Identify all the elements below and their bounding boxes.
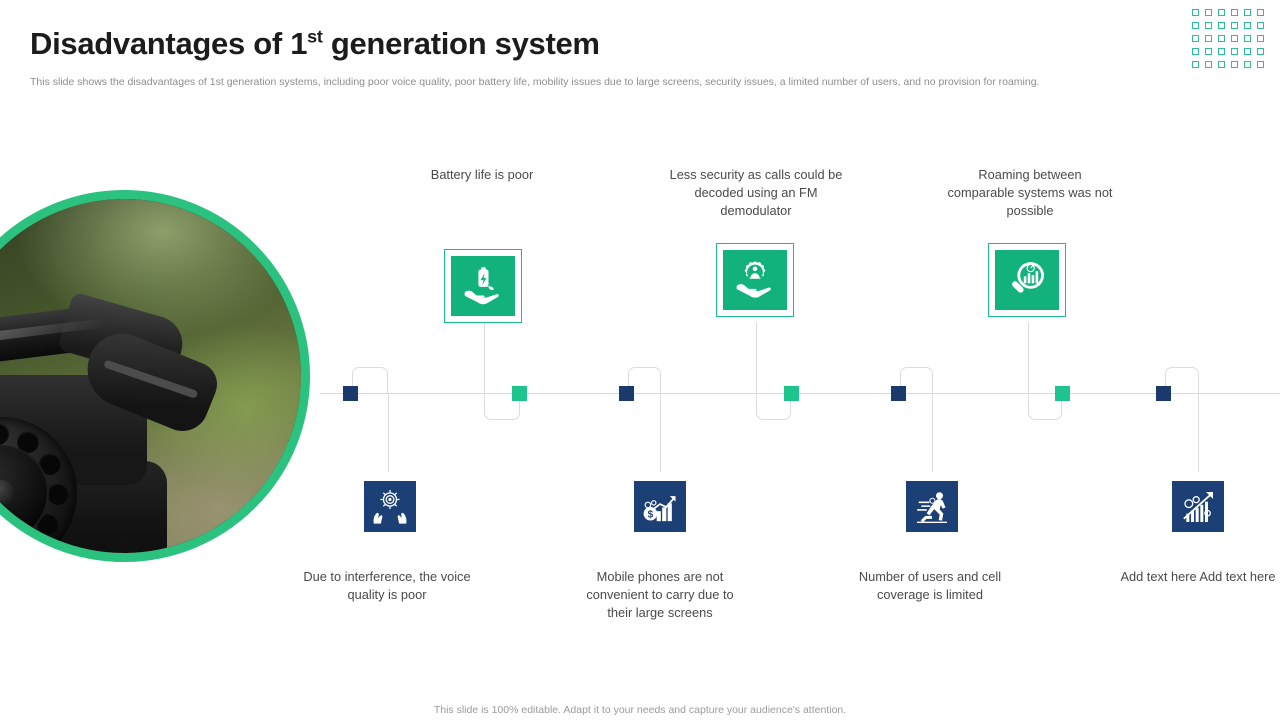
decoration-dot xyxy=(1192,48,1199,55)
page-title-main: Disadvantages of 1 xyxy=(30,26,308,61)
timeline-axis xyxy=(320,393,1280,394)
decoration-dot xyxy=(1218,22,1225,29)
decoration-dot xyxy=(1218,48,1225,55)
page-title: Disadvantages of 1st generation system xyxy=(30,26,600,62)
timeline-bottom-label-3: Number of users and cell coverage is lim… xyxy=(858,569,1002,603)
decoration-dot xyxy=(1257,61,1264,68)
rotary-telephone-photo: 1 2 3 4 5 6 7 8 9 0 xyxy=(0,190,310,562)
timeline-top-label-2: Less security as calls could be decoded … xyxy=(669,167,843,219)
decoration-dot xyxy=(1205,61,1212,68)
timeline-node-blue-2[interactable] xyxy=(619,386,634,401)
decoration-dot xyxy=(1257,9,1264,16)
connector-stem-green-3 xyxy=(1028,322,1029,394)
page-subtitle: This slide shows the disadvantages of 1s… xyxy=(30,76,1040,88)
timeline-node-blue-4[interactable] xyxy=(1156,386,1171,401)
connector-blue-1 xyxy=(352,367,388,394)
icon-tile-running-person[interactable] xyxy=(899,474,965,539)
icon-tile-hand-holding-battery[interactable] xyxy=(444,249,522,323)
dot-grid-decoration xyxy=(1192,9,1270,74)
gears-growth-chart-icon xyxy=(1183,491,1213,522)
decoration-dot xyxy=(1192,35,1199,42)
connector-green-1 xyxy=(484,393,520,420)
decoration-dot xyxy=(1192,22,1199,29)
tile-inner xyxy=(906,481,958,532)
connector-blue-4 xyxy=(1165,367,1199,394)
decoration-dot xyxy=(1231,48,1238,55)
connector-stem-blue-1 xyxy=(388,394,389,472)
timeline-node-green-3[interactable] xyxy=(1055,386,1070,401)
running-person-icon xyxy=(917,491,947,523)
connector-blue-2 xyxy=(628,367,661,394)
connector-green-2 xyxy=(756,393,791,420)
tile-inner xyxy=(451,256,515,316)
timeline-node-green-1[interactable] xyxy=(512,386,527,401)
decoration-dot xyxy=(1231,35,1238,42)
connector-green-3 xyxy=(1028,393,1062,420)
timeline-node-green-2[interactable] xyxy=(784,386,799,401)
decoration-dot xyxy=(1244,9,1251,16)
phone-rotary-dial: 1 2 3 4 5 6 7 8 9 0 xyxy=(0,417,77,553)
timeline-node-blue-1[interactable] xyxy=(343,386,358,401)
decoration-dot xyxy=(1231,9,1238,16)
tile-inner xyxy=(364,481,416,532)
magnifier-bar-chart-icon xyxy=(1012,262,1044,293)
decoration-dot xyxy=(1205,22,1212,29)
connector-stem-blue-3 xyxy=(932,394,933,472)
decoration-dot xyxy=(1244,22,1251,29)
icon-tile-gears-growth-chart[interactable] xyxy=(1165,474,1231,539)
decoration-dot xyxy=(1205,35,1212,42)
hand-holding-battery-icon xyxy=(464,267,499,305)
footer-note: This slide is 100% editable. Adapt it to… xyxy=(433,704,847,716)
tile-inner xyxy=(1172,481,1224,532)
dollar-growth-chart-icon: $ xyxy=(643,495,676,521)
decoration-dot xyxy=(1257,22,1264,29)
decoration-dot xyxy=(1192,9,1199,16)
decoration-dot xyxy=(1218,9,1225,16)
hand-holding-gear-person-icon xyxy=(736,261,771,298)
tile-inner xyxy=(723,250,787,310)
decoration-dot xyxy=(1257,48,1264,55)
decoration-dot xyxy=(1218,61,1225,68)
page-title-tail: generation system xyxy=(322,26,600,61)
icon-tile-hands-signal[interactable] xyxy=(357,474,423,539)
timeline-bottom-label-4: Add text here Add text here xyxy=(1120,569,1276,584)
decoration-dot xyxy=(1231,22,1238,29)
connector-blue-3 xyxy=(900,367,933,394)
timeline-bottom-label-1: Due to interference, the voice quality i… xyxy=(303,569,471,603)
decoration-dot xyxy=(1244,61,1251,68)
connector-stem-blue-4 xyxy=(1198,394,1199,472)
connector-stem-blue-2 xyxy=(660,394,661,472)
tile-inner: $ xyxy=(634,481,686,532)
icon-tile-hand-holding-gear-person[interactable] xyxy=(716,243,794,317)
decoration-dot xyxy=(1192,61,1199,68)
decoration-dot xyxy=(1231,61,1238,68)
icon-tile-dollar-growth-chart[interactable]: $ xyxy=(627,474,693,539)
connector-stem-green-1 xyxy=(484,322,485,394)
timeline-bottom-label-2: Mobile phones are not convenient to carr… xyxy=(586,569,734,621)
decoration-dot xyxy=(1244,48,1251,55)
svg-text:$: $ xyxy=(648,509,654,520)
photo-inner: 1 2 3 4 5 6 7 8 9 0 xyxy=(0,199,301,553)
connector-stem-green-2 xyxy=(756,322,757,394)
timeline-node-blue-3[interactable] xyxy=(891,386,906,401)
decoration-dot xyxy=(1205,9,1212,16)
decoration-dot xyxy=(1205,48,1212,55)
decoration-dot xyxy=(1257,35,1264,42)
timeline-top-label-3: Roaming between comparable systems was n… xyxy=(947,167,1113,219)
icon-tile-magnifier-bar-chart[interactable] xyxy=(988,243,1066,317)
page-title-superscript: st xyxy=(307,26,323,47)
timeline-top-label-1: Battery life is poor xyxy=(430,167,534,182)
decoration-dot xyxy=(1244,35,1251,42)
hands-signal-icon xyxy=(373,489,407,524)
tile-inner xyxy=(995,250,1059,310)
decoration-dot xyxy=(1218,35,1225,42)
